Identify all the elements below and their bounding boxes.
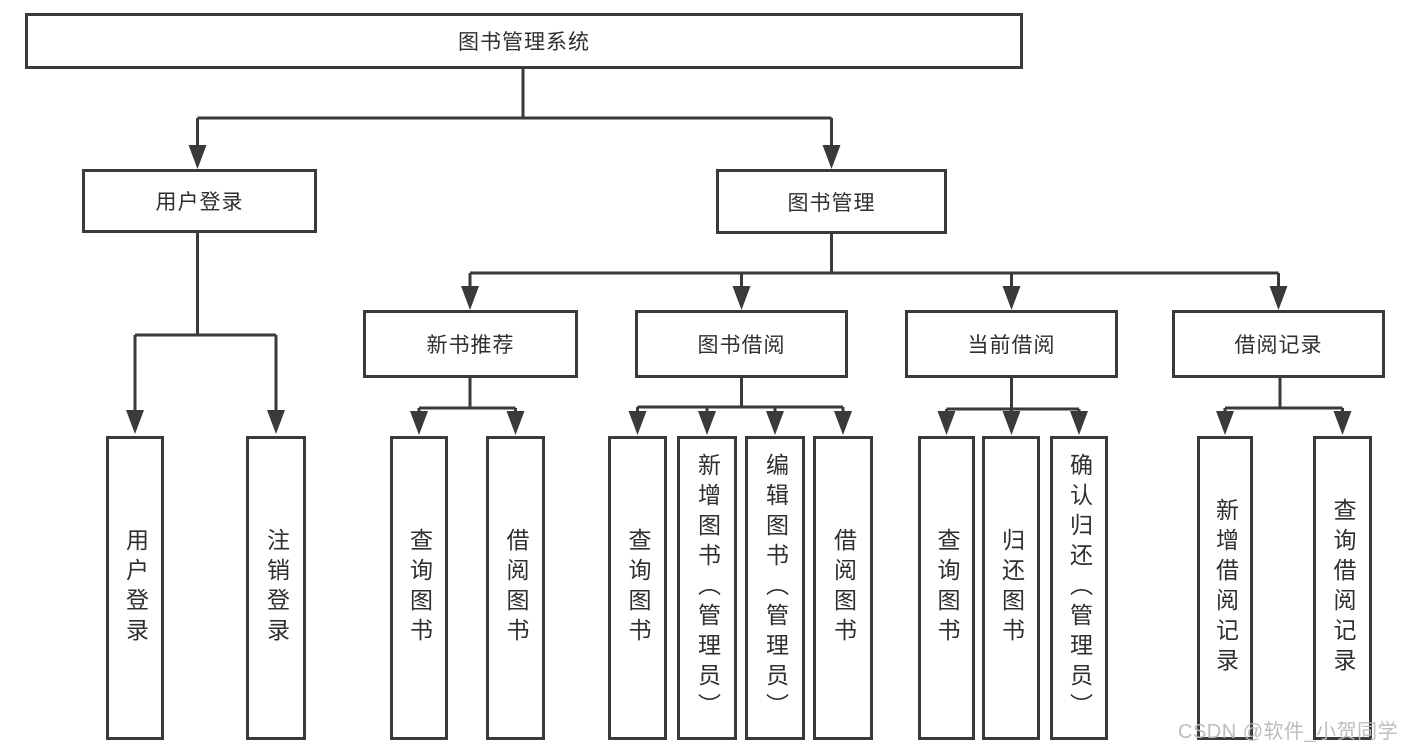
node-book-management: 图书管理	[716, 169, 947, 234]
leaf-label: 新增图书（管理员）	[694, 453, 721, 723]
leaf-label: 归还图书	[998, 528, 1025, 648]
leaf-return-book: 归还图书	[982, 436, 1040, 740]
leaf-label: 查询图书	[406, 528, 433, 648]
node-label: 新书推荐	[426, 334, 515, 357]
leaf-add-borrow-record: 新增借阅记录	[1197, 436, 1253, 740]
node-label: 借阅记录	[1234, 334, 1323, 357]
leaf-label: 确认归还（管理员）	[1066, 453, 1093, 723]
leaf-label: 借阅图书	[503, 528, 529, 648]
leaf-label: 查询借阅记录	[1330, 498, 1356, 678]
leaf-user-login: 用户登录	[106, 436, 164, 740]
node-label: 图书管理	[787, 191, 876, 215]
leaf-label: 编辑图书（管理员）	[762, 453, 789, 723]
node-label: 图书管理系统	[458, 31, 590, 54]
node-label: 当前借阅	[967, 334, 1056, 357]
node-new-book-recommend: 新书推荐	[363, 310, 578, 378]
leaf-borrow-books-recommend: 借阅图书	[486, 436, 545, 740]
node-root-library-system: 图书管理系统	[25, 13, 1023, 69]
leaf-edit-book-admin: 编辑图书（管理员）	[745, 436, 805, 740]
leaf-confirm-return-admin: 确认归还（管理员）	[1050, 436, 1108, 740]
node-label: 用户登录	[155, 191, 244, 214]
leaf-borrow-books: 借阅图书	[813, 436, 873, 740]
leaf-label: 查询图书	[934, 528, 960, 648]
leaf-query-books-recommend: 查询图书	[390, 436, 448, 740]
leaf-label: 用户登录	[122, 528, 149, 648]
leaf-query-books-borrow: 查询图书	[608, 436, 667, 740]
node-user-login: 用户登录	[82, 169, 317, 233]
leaf-query-books-current: 查询图书	[918, 436, 975, 740]
leaf-label: 新增借阅记录	[1212, 498, 1239, 678]
node-current-borrow: 当前借阅	[905, 310, 1118, 378]
node-book-borrow: 图书借阅	[635, 310, 848, 378]
leaf-logout: 注销登录	[246, 436, 306, 740]
node-label: 图书借阅	[697, 334, 786, 357]
leaf-label: 查询图书	[625, 528, 651, 648]
leaf-add-book-admin: 新增图书（管理员）	[677, 436, 737, 740]
leaf-query-borrow-record: 查询借阅记录	[1313, 436, 1372, 740]
leaf-label: 注销登录	[263, 528, 290, 648]
node-borrow-records: 借阅记录	[1172, 310, 1385, 378]
leaf-label: 借阅图书	[830, 528, 857, 648]
csdn-watermark: CSDN @软件_小贺同学	[1178, 721, 1399, 743]
